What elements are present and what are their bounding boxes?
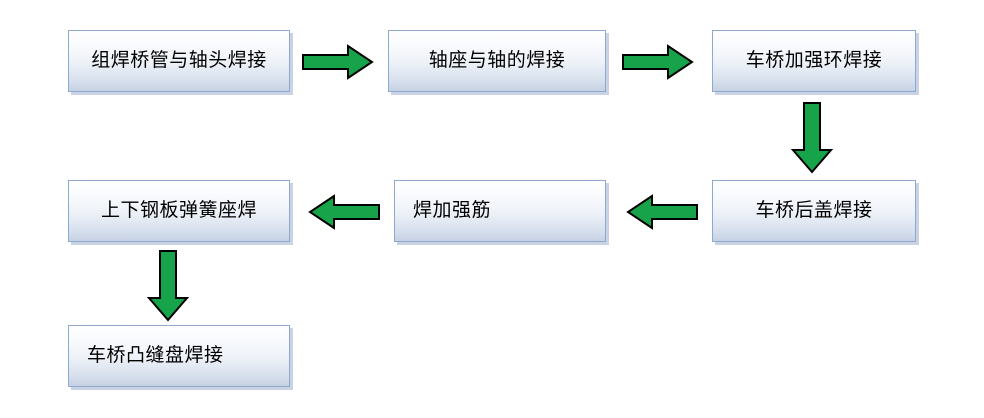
arrow-right-2: [622, 44, 694, 80]
process-node-2[interactable]: 轴座与轴的焊接: [388, 30, 606, 92]
arrow-down-1: [790, 102, 834, 174]
process-node-3-label: 车桥加强环焊接: [745, 50, 883, 71]
process-node-1-label: 组焊桥管与轴头焊接: [91, 50, 267, 71]
arrow-right-1: [302, 44, 374, 80]
process-node-1[interactable]: 组焊桥管与轴头焊接: [68, 30, 290, 92]
process-node-6-label: 上下钢板弹簧座焊: [100, 200, 257, 221]
process-node-3[interactable]: 车桥加强环焊接: [712, 30, 916, 92]
arrow-down-2: [146, 250, 190, 322]
arrow-left-1: [620, 194, 698, 230]
process-node-6[interactable]: 上下钢板弹簧座焊: [68, 180, 290, 242]
process-node-2-label: 轴座与轴的焊接: [428, 50, 566, 71]
process-node-5[interactable]: 焊加强筋: [394, 180, 606, 242]
process-node-5-label: 焊加强筋: [413, 200, 492, 221]
process-node-7-label: 车桥凸缝盘焊接: [87, 345, 224, 366]
arrow-left-2: [302, 194, 380, 230]
process-node-4-label: 车桥后盖焊接: [755, 200, 873, 221]
process-node-4[interactable]: 车桥后盖焊接: [712, 180, 916, 242]
process-node-7[interactable]: 车桥凸缝盘焊接: [68, 325, 290, 387]
